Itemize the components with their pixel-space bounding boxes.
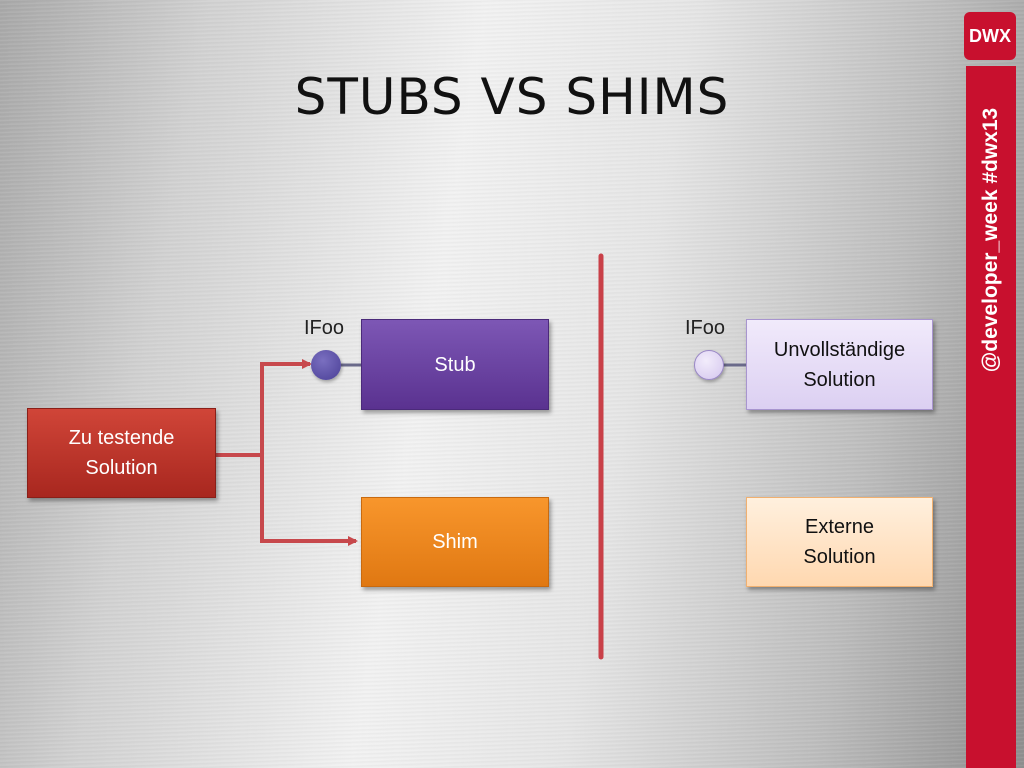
slide-title: STUBS VS SHIMS (294, 68, 730, 126)
interface-label-left: IFoo (304, 317, 345, 339)
incomplete-solution-box: Unvollständige Solution (746, 319, 933, 410)
solution-under-test-label: Zu testende Solution (68, 427, 175, 479)
connector-arrows (214, 359, 358, 546)
shim-label: Shim (432, 531, 478, 553)
interface-label-right: IFoo (685, 317, 726, 339)
external-solution-box: Externe Solution (746, 497, 933, 587)
brand-sidebar (966, 66, 1016, 768)
arrow-to-shim (260, 455, 358, 546)
arrow-to-interface (214, 359, 312, 457)
brand-hashtag-text: @developer_week #dwx13 (979, 107, 1002, 373)
external-solution-label: Externe Solution (803, 516, 876, 568)
interface-lollipop-left (311, 350, 341, 380)
incomplete-solution-label: Unvollständige Solution (773, 338, 906, 391)
dwx-logo: DWX (964, 12, 1016, 60)
solution-under-test-box: Zu testende Solution (27, 408, 216, 498)
shim-box: Shim (361, 497, 549, 587)
stub-box: Stub (361, 319, 549, 410)
interface-lollipop-right (694, 350, 724, 380)
stub-label: Stub (434, 353, 476, 376)
